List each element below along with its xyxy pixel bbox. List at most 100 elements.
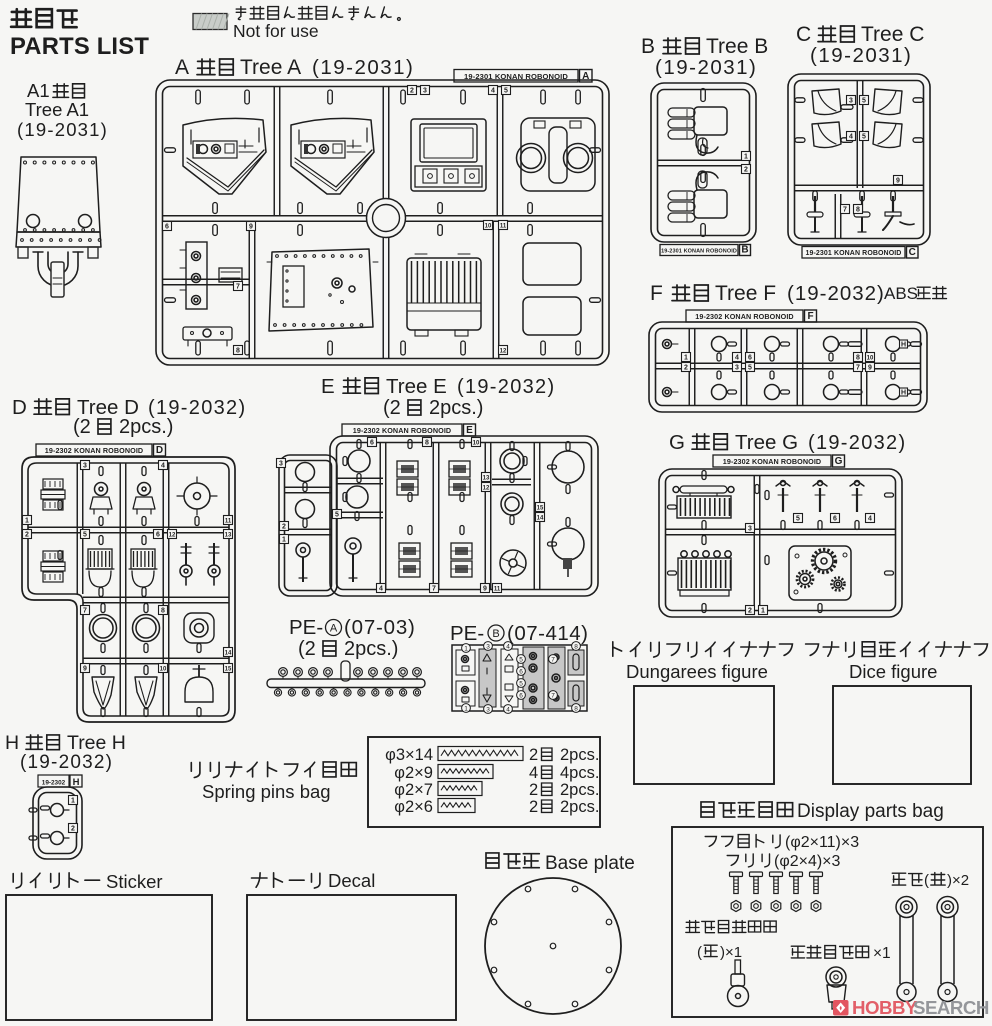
- svg-text:A: A: [330, 622, 338, 634]
- svg-text:Tree A1: Tree A1: [25, 99, 89, 120]
- svg-text:7: 7: [551, 656, 555, 663]
- svg-text:7: 7: [551, 692, 555, 699]
- svg-text:(19-2031): (19-2031): [655, 56, 757, 79]
- svg-text:φ3×14: φ3×14: [385, 746, 433, 764]
- svg-text:Not for use: Not for use: [233, 21, 319, 41]
- svg-text:Sticker: Sticker: [106, 871, 163, 892]
- svg-text:2: 2: [410, 88, 414, 95]
- svg-text:1: 1: [744, 154, 748, 161]
- svg-text:4: 4: [161, 463, 165, 470]
- svg-text:Tree H: Tree H: [67, 732, 126, 754]
- svg-text:F: F: [807, 311, 813, 322]
- svg-text:3: 3: [279, 461, 283, 468]
- svg-text:11: 11: [225, 519, 232, 525]
- svg-text:Display parts bag: Display parts bag: [797, 801, 944, 822]
- svg-text:A: A: [582, 71, 589, 82]
- svg-text:5: 5: [519, 656, 523, 663]
- svg-text:12: 12: [483, 486, 490, 492]
- svg-text:14: 14: [537, 516, 544, 522]
- svg-text:(: (: [924, 872, 929, 889]
- svg-text:1: 1: [761, 608, 765, 615]
- svg-text:2: 2: [748, 608, 752, 615]
- svg-text:3: 3: [735, 365, 739, 372]
- svg-text:12: 12: [500, 349, 507, 355]
- svg-text:(2: (2: [73, 416, 91, 438]
- svg-text:H: H: [901, 389, 906, 396]
- svg-text:5: 5: [335, 512, 339, 519]
- svg-text:10: 10: [485, 224, 492, 230]
- svg-text:C: C: [909, 247, 916, 258]
- svg-text:HOBBY: HOBBY: [852, 997, 918, 1018]
- svg-text:4pcs.: 4pcs.: [560, 764, 599, 782]
- svg-text:3: 3: [486, 643, 490, 650]
- svg-text:4: 4: [491, 88, 495, 95]
- svg-text:SEARCH: SEARCH: [913, 997, 989, 1018]
- svg-text:Tree C: Tree C: [861, 23, 924, 46]
- svg-text:1: 1: [71, 798, 75, 805]
- svg-text:19-2302: 19-2302: [42, 780, 66, 787]
- svg-text:19-2302 KONAN ROBONOID: 19-2302 KONAN ROBONOID: [45, 446, 143, 455]
- svg-text:1: 1: [25, 518, 29, 525]
- svg-text:Decal: Decal: [328, 870, 375, 891]
- svg-text:φ2×9: φ2×9: [394, 764, 433, 782]
- svg-text:A: A: [175, 56, 189, 79]
- svg-text:9: 9: [868, 365, 872, 372]
- svg-text:3: 3: [423, 88, 427, 95]
- svg-text:13: 13: [225, 533, 232, 539]
- svg-text:7: 7: [856, 365, 860, 372]
- svg-text:6: 6: [748, 355, 752, 362]
- svg-text:PARTS LIST: PARTS LIST: [10, 33, 149, 60]
- svg-text:(2: (2: [383, 397, 401, 419]
- svg-text:8: 8: [236, 348, 240, 355]
- svg-text:H: H: [73, 777, 80, 788]
- svg-text:4: 4: [735, 355, 739, 362]
- svg-text:(19-2032): (19-2032): [457, 376, 555, 398]
- svg-text:PE-: PE-: [450, 622, 484, 645]
- svg-text:Base plate: Base plate: [545, 853, 635, 874]
- svg-text:Tree D: Tree D: [77, 396, 139, 419]
- svg-text:9: 9: [483, 586, 487, 593]
- svg-text:19-2301 KONAN ROBONOID: 19-2301 KONAN ROBONOID: [661, 248, 737, 254]
- svg-text:7: 7: [843, 207, 847, 214]
- svg-text:(φ2×4)×3: (φ2×4)×3: [774, 853, 841, 870]
- svg-text:6: 6: [165, 224, 169, 231]
- svg-text:4: 4: [529, 764, 538, 782]
- svg-text:D: D: [12, 396, 27, 419]
- svg-text:Tree F: Tree F: [715, 282, 776, 305]
- svg-text:4: 4: [868, 516, 872, 523]
- svg-text:5: 5: [862, 134, 866, 141]
- svg-text:(: (: [697, 944, 702, 961]
- svg-text:3: 3: [849, 98, 853, 105]
- svg-text:13: 13: [483, 476, 490, 482]
- svg-text:2: 2: [71, 826, 75, 833]
- svg-text:8: 8: [425, 440, 429, 447]
- svg-text:A1: A1: [27, 80, 50, 101]
- svg-text:7: 7: [236, 284, 240, 291]
- svg-text:11: 11: [494, 587, 501, 593]
- svg-text:4: 4: [379, 586, 383, 593]
- svg-text:2: 2: [529, 798, 538, 816]
- svg-text:B: B: [641, 35, 655, 58]
- svg-text:5: 5: [862, 98, 866, 105]
- svg-text:F: F: [650, 282, 663, 305]
- svg-text:ABS: ABS: [884, 284, 918, 303]
- svg-text:5: 5: [796, 516, 800, 523]
- svg-text:)×1: )×1: [720, 944, 742, 961]
- svg-text:8: 8: [856, 355, 860, 362]
- svg-text:)×2: )×2: [947, 872, 969, 889]
- svg-text:14: 14: [225, 651, 232, 657]
- svg-text:2: 2: [684, 365, 688, 372]
- svg-text:2: 2: [282, 524, 286, 531]
- svg-text:(19-2032): (19-2032): [787, 282, 885, 305]
- svg-text:Tree B: Tree B: [706, 35, 768, 58]
- svg-text:8: 8: [574, 705, 578, 712]
- svg-text:PE-: PE-: [289, 616, 323, 639]
- svg-text:9: 9: [896, 178, 900, 185]
- svg-text:2pcs.: 2pcs.: [560, 746, 599, 764]
- svg-text:2: 2: [529, 781, 538, 799]
- svg-text:φ2×7: φ2×7: [394, 781, 433, 799]
- svg-text:H: H: [901, 341, 906, 348]
- svg-text:Dice figure: Dice figure: [849, 661, 937, 682]
- svg-text:1: 1: [282, 537, 286, 544]
- svg-text:Tree G: Tree G: [735, 431, 798, 454]
